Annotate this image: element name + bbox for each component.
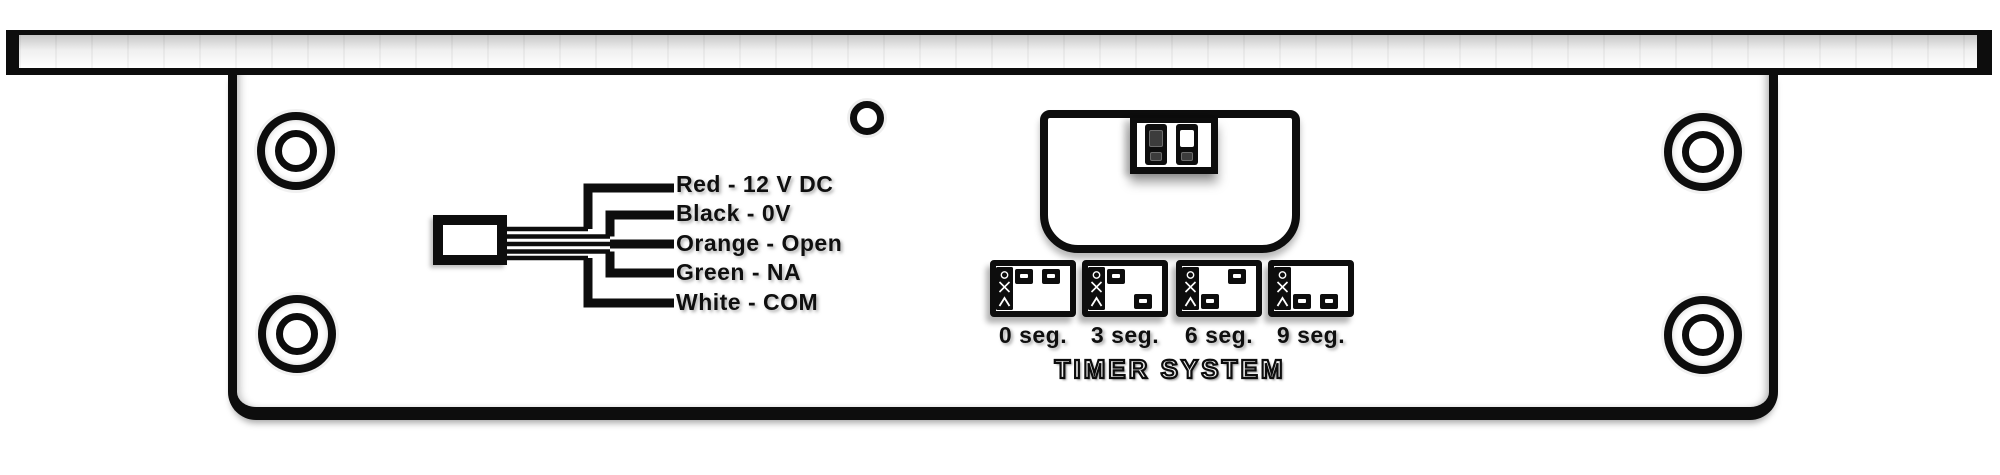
cable-connector [433,215,507,265]
jumper-window [1181,152,1193,161]
pin-header-icon [996,267,1013,310]
jumper-header [1130,118,1218,174]
screw-hole-top-left [257,112,335,190]
jumper-cap [1201,294,1219,309]
jumper-cap [1042,269,1060,284]
jumper-slot-right [1176,124,1198,165]
wire-label-green: Green - NA [676,259,802,286]
wire-red [583,183,674,229]
jumper-diagram [990,260,1076,317]
pin-header-icon [1182,267,1199,310]
jumper-window [1180,130,1194,147]
wire-white [583,258,674,308]
timer-option-9seg: 9 seg. [1268,260,1354,348]
wire-legend: Red - 12 V DC Black - 0V Orange - Open G… [676,170,842,317]
timer-option-label: 0 seg. [998,322,1068,348]
pin-header-icon [1088,267,1105,310]
jumper-cap [1320,294,1338,309]
jumper-cap [1107,269,1125,284]
screw-hole-inner [275,130,317,172]
timer-option-0seg: 0 seg. [990,260,1076,348]
jumper-slot-left [1145,124,1167,165]
screw-hole-inner [1682,314,1724,356]
screw-hole-bottom-right [1664,296,1742,374]
jumper-cap [1293,294,1311,309]
jumper-diagram [1082,260,1168,317]
pin-header-icon [1274,267,1291,310]
wire-black [605,210,674,237]
faceplate-bar [6,30,1992,75]
wire-label-black: Black - 0V [676,200,791,227]
timer-option-label: 9 seg. [1276,322,1346,348]
wire-label-orange: Orange - Open [676,229,843,256]
jumper-window [1150,152,1162,161]
timer-module [1040,110,1300,253]
timer-option-6seg: 6 seg. [1176,260,1262,348]
timer-option-3seg: 3 seg. [1082,260,1168,348]
jumper-diagram [1176,260,1262,317]
timer-option-label: 6 seg. [1184,322,1254,348]
timer-option-label: 3 seg. [1090,322,1160,348]
jumper-diagram [1268,260,1354,317]
timer-system-title: TIMER SYSTEM [1053,353,1286,385]
screw-hole-inner [1682,131,1724,173]
jumper-cap [1228,269,1246,284]
wire-label-white: White - COM [676,288,819,315]
screw-hole-inner [276,313,318,355]
jumper-window [1149,130,1163,147]
screw-hole-bottom-left [258,295,336,373]
screw-hole-top-right [1664,113,1742,191]
wire-fanout [504,183,674,308]
small-pilot-hole [850,101,884,135]
jumper-cap [1134,294,1152,309]
wire-label-red: Red - 12 V DC [676,171,834,197]
wire-green [605,251,674,278]
jumper-cap [1015,269,1033,284]
